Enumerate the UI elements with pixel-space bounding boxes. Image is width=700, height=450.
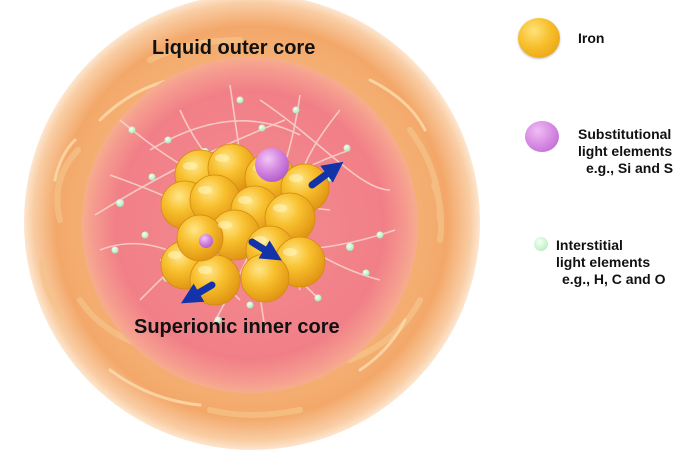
legend-interstitial-text: Interstitial light elements e.g., H, C a… <box>556 237 665 288</box>
legend-substitutional-line-2: light elements <box>578 143 673 159</box>
legend-iron-text: Iron <box>578 30 604 47</box>
substitutional-atom-icon <box>525 121 559 152</box>
substitutional-atoms <box>199 148 289 248</box>
motion-arrow-icon <box>180 281 216 304</box>
motion-arrow-icon <box>248 238 282 261</box>
iron-atom-icon <box>518 18 560 58</box>
motion-arrow-icon <box>308 161 344 189</box>
outer-core-swirls <box>39 37 445 418</box>
legend-interstitial-line-3: e.g., H, C and O <box>562 271 666 287</box>
legend-substitutional-line-1: Substitutional <box>578 126 672 142</box>
outer-core-label: Liquid outer core <box>152 37 316 59</box>
inner-core-label: Superionic inner core <box>134 316 340 338</box>
outer-core-swirls-light <box>53 78 427 407</box>
legend-iron-line-1: Iron <box>578 30 605 46</box>
legend-substitutional-text: Substitutional light elements e.g., Si a… <box>578 126 673 177</box>
legend-interstitial-line-1: Interstitial <box>556 237 623 253</box>
legend-substitutional-line-3: e.g., Si and S <box>586 160 674 176</box>
interstitial-atom-icon <box>534 237 548 251</box>
legend-interstitial-line-2: light elements <box>556 254 651 270</box>
motion-arrows <box>180 161 344 304</box>
